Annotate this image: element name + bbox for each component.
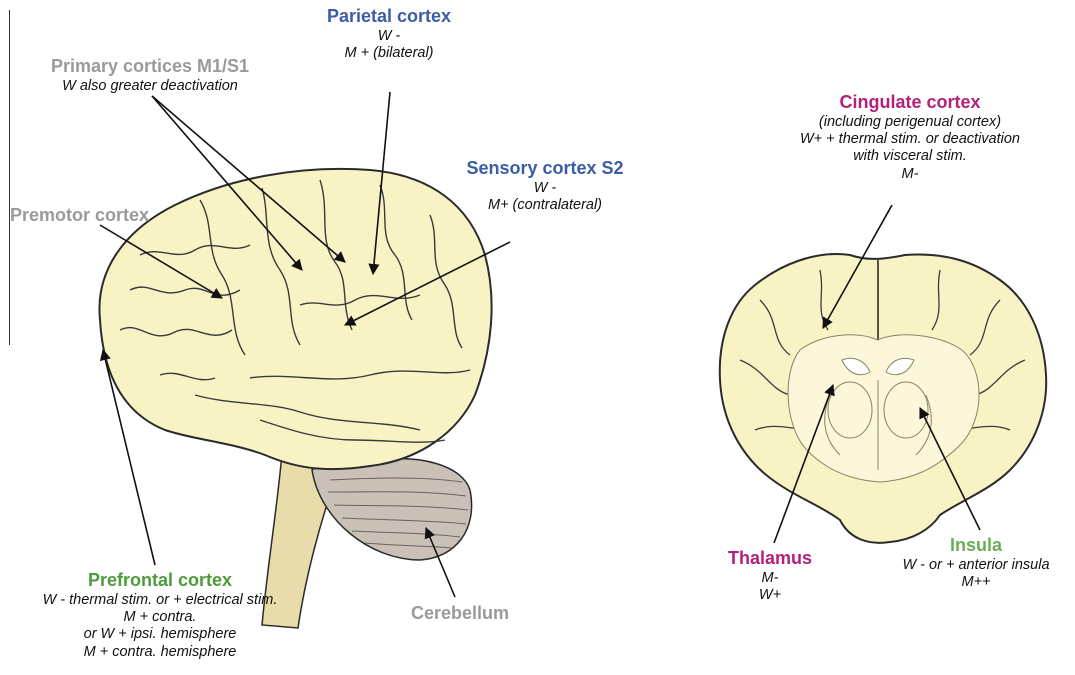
label-sensory-cortex-s2: Sensory cortex S2 W - M+ (contralateral)	[440, 158, 650, 214]
label-primary-cortices: Primary cortices M1/S1 W also greater de…	[4, 56, 296, 95]
insula-title: Insula	[880, 535, 1072, 557]
thalamus-line-1: M-	[705, 570, 835, 587]
label-prefrontal-cortex: Prefrontal cortex W - thermal stim. or +…	[0, 570, 320, 661]
sensory-line-2: M+ (contralateral)	[440, 197, 650, 214]
prefrontal-line-4: M + contra. hemisphere	[0, 644, 320, 661]
cingulate-line-3: with visceral stim.	[750, 148, 1070, 165]
cingulate-line-4: M-	[750, 166, 1070, 183]
cingulate-line-2: W+ + thermal stim. or deactivation	[750, 131, 1070, 148]
parietal-line-1: W -	[314, 28, 464, 45]
thalamus-title: Thalamus	[705, 548, 835, 570]
prefrontal-line-3: or W + ipsi. hemisphere	[0, 626, 320, 643]
cingulate-title: Cingulate cortex	[750, 92, 1070, 114]
label-thalamus: Thalamus M- W+	[705, 548, 835, 604]
prefrontal-line-2: M + contra.	[0, 609, 320, 626]
prefrontal-line-1: W - thermal stim. or + electrical stim.	[0, 592, 320, 609]
label-premotor-cortex: Premotor cortex	[10, 205, 190, 227]
cingulate-line-1: (including perigenual cortex)	[750, 114, 1070, 131]
sensory-title: Sensory cortex S2	[440, 158, 650, 180]
sensory-line-1: W -	[440, 180, 650, 197]
insula-line-2: M++	[880, 574, 1072, 591]
parietal-line-2: M + (bilateral)	[314, 45, 464, 62]
premotor-title: Premotor cortex	[10, 205, 190, 227]
thalamus-line-2: W+	[705, 587, 835, 604]
label-cingulate-cortex: Cingulate cortex (including perigenual c…	[750, 92, 1070, 183]
lateral-brain-illustration	[99, 169, 491, 628]
parietal-title: Parietal cortex	[314, 6, 464, 28]
label-cerebellum: Cerebellum	[390, 603, 530, 625]
label-parietal-cortex: Parietal cortex W - M + (bilateral)	[314, 6, 464, 62]
primary-title: Primary cortices M1/S1	[4, 56, 296, 78]
cerebellum-title: Cerebellum	[390, 603, 530, 625]
primary-line-1: W also greater deactivation	[4, 78, 296, 95]
insula-line-1: W - or + anterior insula	[880, 557, 1072, 574]
prefrontal-title: Prefrontal cortex	[0, 570, 320, 592]
coronal-section-illustration	[720, 254, 1046, 543]
label-insula: Insula W - or + anterior insula M++	[880, 535, 1072, 591]
